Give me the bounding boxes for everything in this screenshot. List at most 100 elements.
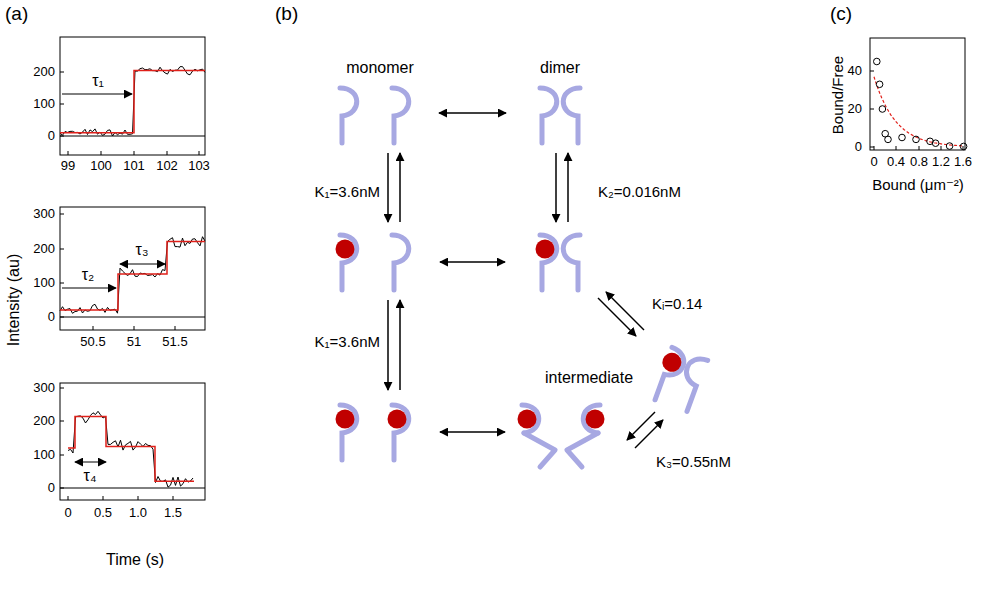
axis-label: 0 — [48, 310, 55, 325]
tick — [60, 488, 64, 489]
axis-label: K₁=3.6nM — [314, 183, 380, 200]
data-point — [876, 81, 883, 88]
plot-frame — [60, 207, 205, 330]
tick — [199, 151, 200, 155]
axis-label: 0 — [64, 506, 71, 521]
tick — [870, 71, 874, 72]
tau-arrow — [62, 94, 132, 95]
panel-letter: (c) — [830, 3, 852, 25]
data-point — [879, 106, 886, 113]
axis-label: 300 — [33, 381, 55, 396]
tick — [101, 151, 102, 155]
receptor — [563, 88, 580, 143]
axis-label: 103 — [188, 159, 210, 174]
axis-label: 102 — [156, 159, 178, 174]
panel-letter: (a) — [5, 3, 28, 25]
plot-frame — [870, 38, 965, 150]
axis-label: 50.5 — [80, 335, 105, 350]
equilibrium-arrow — [387, 153, 389, 222]
zero-line — [60, 488, 205, 489]
data-point — [874, 58, 881, 65]
axis-label: 0.8 — [910, 155, 928, 170]
ligand — [660, 350, 684, 374]
axis-label: Bound/Free — [829, 56, 846, 134]
axis-label: τ₃ — [134, 241, 151, 259]
axis-label: 100 — [90, 159, 112, 174]
ligand — [536, 240, 555, 259]
tick — [167, 151, 168, 155]
axis-label: τ₁ — [90, 72, 106, 90]
equilibrium-arrow — [399, 300, 401, 390]
axis-label: K₂=0.016nM — [598, 183, 681, 200]
tick — [60, 214, 64, 215]
equilibrium-arrow — [635, 420, 663, 448]
plot-frame — [60, 383, 205, 500]
tau-arrow — [62, 288, 116, 289]
tick — [173, 496, 174, 500]
axis-label: 100 — [33, 448, 55, 463]
axis-label: K₁=3.6nM — [314, 333, 380, 350]
tick — [138, 496, 139, 500]
axis-label: 0 — [48, 481, 55, 496]
axis-label: 1.0 — [129, 506, 147, 521]
ligand — [518, 410, 537, 429]
data-point — [899, 134, 906, 141]
axis-label: τ₂ — [80, 266, 97, 284]
tick — [870, 109, 874, 110]
receptor — [340, 88, 357, 143]
fit-curve — [874, 77, 964, 146]
state-label: intermediate — [545, 368, 633, 387]
data-point — [946, 143, 953, 150]
state-label: monomer — [325, 58, 435, 77]
axis-label: 200 — [33, 65, 55, 80]
tick — [60, 283, 64, 284]
tau-arrow — [75, 462, 106, 463]
axis-label: 200 — [33, 242, 55, 257]
tick — [919, 146, 920, 150]
tick — [870, 147, 874, 148]
tick — [60, 455, 64, 456]
axis-label: 51 — [127, 335, 141, 350]
tick — [134, 326, 135, 330]
tick — [941, 146, 942, 150]
tick — [175, 326, 176, 330]
data-point — [885, 136, 892, 143]
ligand — [388, 410, 407, 429]
zero-line — [60, 136, 205, 137]
tick — [60, 136, 64, 137]
axis-label: 0 — [870, 155, 877, 170]
axis-label: τ₄ — [82, 467, 99, 485]
equilibrium-arrow — [387, 300, 389, 390]
axis-label: Time (s) — [106, 551, 164, 569]
ligand — [336, 410, 355, 429]
intensity-trace — [68, 411, 193, 487]
panel-letter: (b) — [275, 3, 298, 25]
equilibrium-arrow — [555, 153, 557, 222]
equilibrium-arrow — [440, 261, 505, 263]
tick — [60, 317, 64, 318]
axis-label: K₃=0.55nM — [656, 453, 731, 470]
data-point — [960, 143, 967, 150]
tick — [60, 249, 64, 250]
tick — [896, 146, 897, 150]
state-label: dimer — [510, 58, 610, 77]
ligand — [586, 410, 605, 429]
axis-label: 20 — [848, 102, 862, 117]
receptor-state: intermediate — [545, 345, 720, 410]
zero-line — [60, 317, 205, 318]
receptor — [392, 235, 409, 290]
receptor — [563, 235, 580, 290]
tick — [60, 388, 64, 389]
tick — [60, 421, 64, 422]
tick — [60, 72, 64, 73]
receptor-state: monomer — [325, 58, 435, 150]
axis-label: 0 — [855, 140, 862, 155]
intensity-trace — [60, 67, 205, 136]
equilibrium-arrow — [440, 431, 505, 433]
receptor — [540, 88, 557, 143]
receptor — [524, 433, 555, 467]
plot-frame — [60, 37, 205, 155]
axis-label: 1.2 — [932, 155, 950, 170]
receptor — [392, 88, 409, 143]
